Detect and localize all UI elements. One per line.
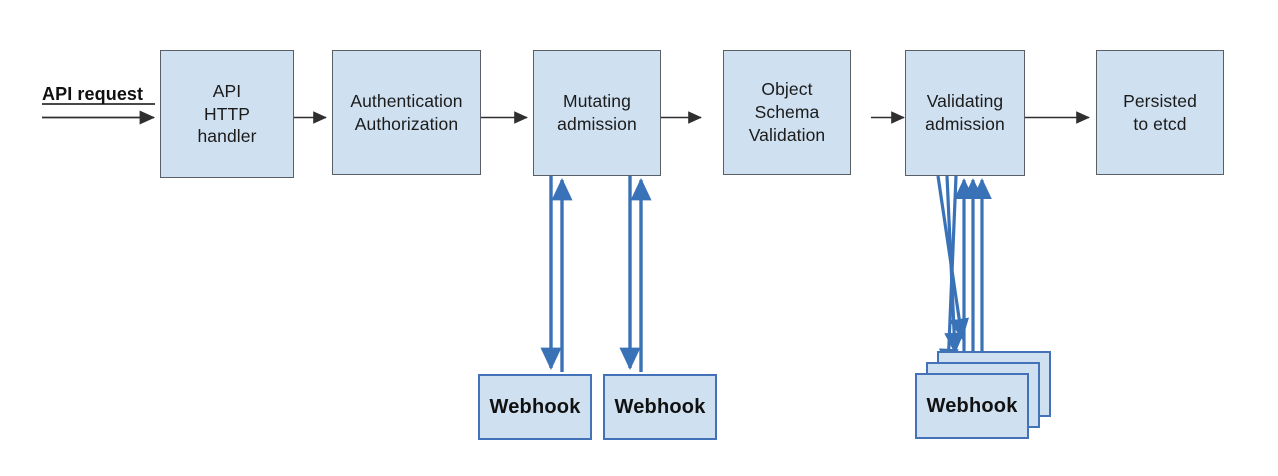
webhook-box-mutating-1[interactable]: Webhook <box>478 374 592 440</box>
node-object-schema-validation[interactable]: Object Schema Validation <box>723 50 851 175</box>
node-persisted-to-etcd[interactable]: Persisted to etcd <box>1096 50 1224 175</box>
api-request-label: API request <box>42 84 144 104</box>
node-validating-admission[interactable]: Validating admission <box>905 50 1025 176</box>
node-mutating-admission[interactable]: Mutating admission <box>533 50 661 176</box>
webhook-box-mutating-2[interactable]: Webhook <box>603 374 717 440</box>
edge-validating-to-webhook-front <box>938 175 959 370</box>
node-authn-authz[interactable]: Authentication Authorization <box>332 50 481 175</box>
webhook-box-validating-front[interactable]: Webhook <box>915 373 1029 439</box>
node-api-http-handler[interactable]: API HTTP handler <box>160 50 294 178</box>
